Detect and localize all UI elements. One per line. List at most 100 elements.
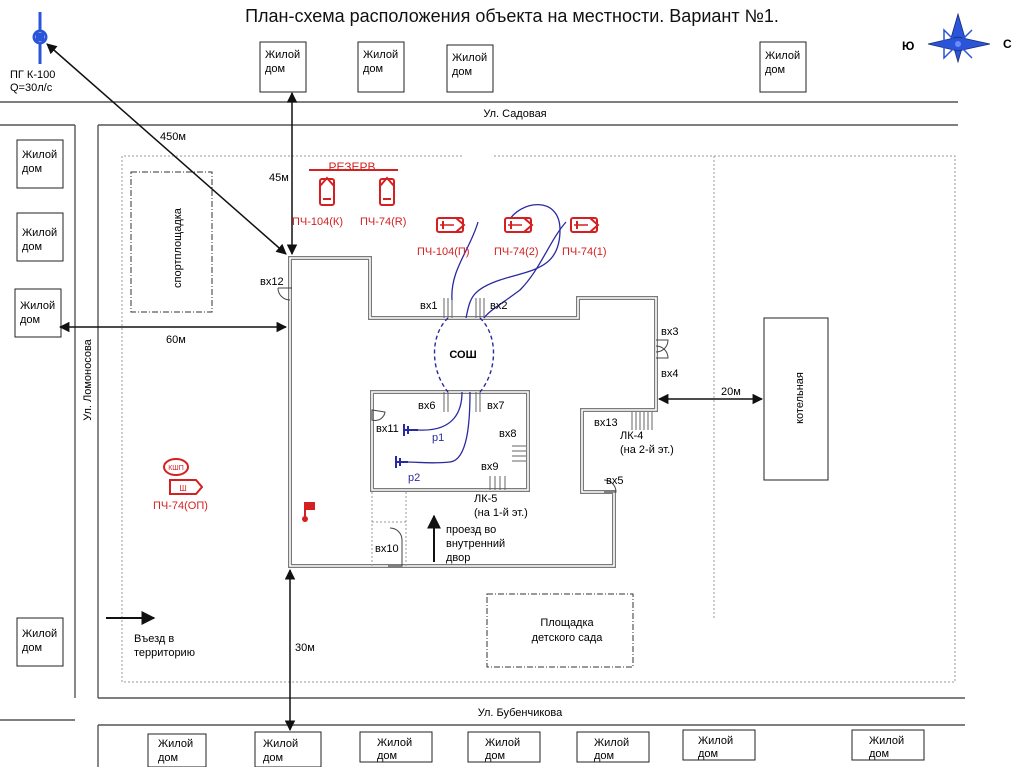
truck-74-2-label: ПЧ-74(2) <box>494 246 539 258</box>
fire-source-icon <box>302 502 315 522</box>
svg-text:дом: дом <box>158 752 178 764</box>
distance-45: 45м <box>269 172 289 184</box>
svg-text:дом: дом <box>263 752 283 764</box>
svg-text:вх3: вх3 <box>661 326 678 338</box>
hydrant-label-1: ПГ К-100 <box>10 69 55 81</box>
lk5-label-2: (на 1-й эт.) <box>474 507 528 519</box>
boiler-house <box>763 317 829 481</box>
truck-74-1-label: ПЧ-74(1) <box>562 246 607 258</box>
street-lines <box>0 101 965 767</box>
yard-label-2: внутренний <box>446 538 505 550</box>
fire-truck-104k-icon <box>319 177 335 206</box>
svg-text:вх12: вх12 <box>260 276 284 288</box>
hydrant-label-2: Q=30л/с <box>10 82 53 94</box>
fire-truck-74-1-icon <box>570 217 599 233</box>
nozzle-p2-label: р2 <box>408 472 420 484</box>
yard-label-1: проезд во <box>446 524 496 536</box>
kindergarten-label-2: детского сада <box>532 632 604 644</box>
distance-60: 60м <box>166 334 186 346</box>
compass-north: С <box>1003 37 1012 51</box>
svg-text:дом: дом <box>485 750 505 762</box>
svg-text:Жилой: Жилой <box>263 738 298 750</box>
nozzle-p1-label: р1 <box>432 432 444 444</box>
boiler-house-label: котельная <box>794 372 806 424</box>
kindergarten-label-1: Площадка <box>540 617 594 629</box>
house-bottom-2: Жилой дом <box>254 731 322 767</box>
sport-area-label: спортплощадка <box>172 207 184 288</box>
svg-text:дом: дом <box>363 63 383 75</box>
svg-text:вх2: вх2 <box>490 300 507 312</box>
svg-text:дом: дом <box>22 241 42 253</box>
svg-text:дом: дом <box>265 63 285 75</box>
distance-arrows <box>46 43 764 732</box>
svg-text:вх5: вх5 <box>606 475 623 487</box>
truck-104k-label: ПЧ-104(К) <box>292 216 343 228</box>
entrance-labels: вх1 вх2 вх3 вх4 вх5 вх6 вх7 вх8 вх9 вх10… <box>260 276 678 555</box>
svg-text:Жилой: Жилой <box>20 300 55 312</box>
svg-text:дом: дом <box>22 163 42 175</box>
svg-text:вх9: вх9 <box>481 461 498 473</box>
svg-text:вх8: вх8 <box>499 428 516 440</box>
street-lomonosova: Ул. Ломоносова <box>82 338 94 420</box>
distance-450: 450м <box>160 131 186 143</box>
svg-text:дом: дом <box>20 314 40 326</box>
reserve-label: РЕЗЕРВ <box>328 160 375 174</box>
svg-text:Жилой: Жилой <box>363 49 398 61</box>
svg-text:дом: дом <box>765 64 785 76</box>
house-top-3: Жилой дом <box>446 44 494 93</box>
lk5-label-1: ЛК-5 <box>474 493 497 505</box>
svg-text:дом: дом <box>377 750 397 762</box>
svg-text:вх1: вх1 <box>420 300 437 312</box>
svg-text:Жилой: Жилой <box>452 52 487 64</box>
house-bottom-1: Жилой дом <box>147 733 207 767</box>
nozzle-p1-icon <box>403 424 418 436</box>
lk4-label-1: ЛК-4 <box>620 430 643 442</box>
svg-text:Жилой: Жилой <box>158 738 193 750</box>
svg-text:Жилой: Жилой <box>22 227 57 239</box>
house-left-2: Жилой дом <box>16 212 64 262</box>
svg-text:Жилой: Жилой <box>869 735 904 747</box>
street-bubenchikova: Ул. Бубенчикова <box>478 707 563 719</box>
svg-text:вх4: вх4 <box>661 368 678 380</box>
smoke-zone <box>433 317 495 393</box>
svg-text:дом: дом <box>594 750 614 762</box>
sh-label: Ш <box>179 484 186 493</box>
svg-text:вх13: вх13 <box>594 417 618 429</box>
svg-text:Жилой: Жилой <box>698 735 733 747</box>
fire-truck-74-2-icon <box>504 217 533 233</box>
kindergarten-area <box>486 593 634 668</box>
doors <box>277 287 669 567</box>
compass-icon <box>927 12 991 64</box>
entry-label-2: территорию <box>134 647 195 659</box>
kpp-label: КШП <box>168 465 184 472</box>
hydrant-icon <box>32 12 48 64</box>
sosh-label: СОШ <box>449 349 476 361</box>
svg-text:Жилой: Жилой <box>265 49 300 61</box>
building-walls <box>288 256 658 568</box>
stairs <box>443 298 653 490</box>
svg-text:дом: дом <box>452 66 472 78</box>
page-title: План-схема расположения объекта на местн… <box>245 6 779 26</box>
fire-truck-74op-icon <box>169 479 204 495</box>
passage-lines <box>371 492 407 566</box>
svg-text:вх7: вх7 <box>487 400 504 412</box>
house-left-3: Жилой дом <box>14 288 62 338</box>
fire-truck-104p-icon <box>436 217 465 233</box>
territory-border <box>121 155 956 683</box>
yard-label-3: двор <box>446 552 470 564</box>
house-top-2: Жилой дом <box>357 41 405 93</box>
truck-74op-label: ПЧ-74(ОП) <box>153 500 208 512</box>
svg-text:вх10: вх10 <box>375 543 399 555</box>
truck-104p-label: ПЧ-104(П) <box>417 246 470 258</box>
svg-text:дом: дом <box>22 642 42 654</box>
house-top-1: Жилой дом <box>259 41 307 93</box>
fire-truck-74r-icon <box>379 177 395 206</box>
